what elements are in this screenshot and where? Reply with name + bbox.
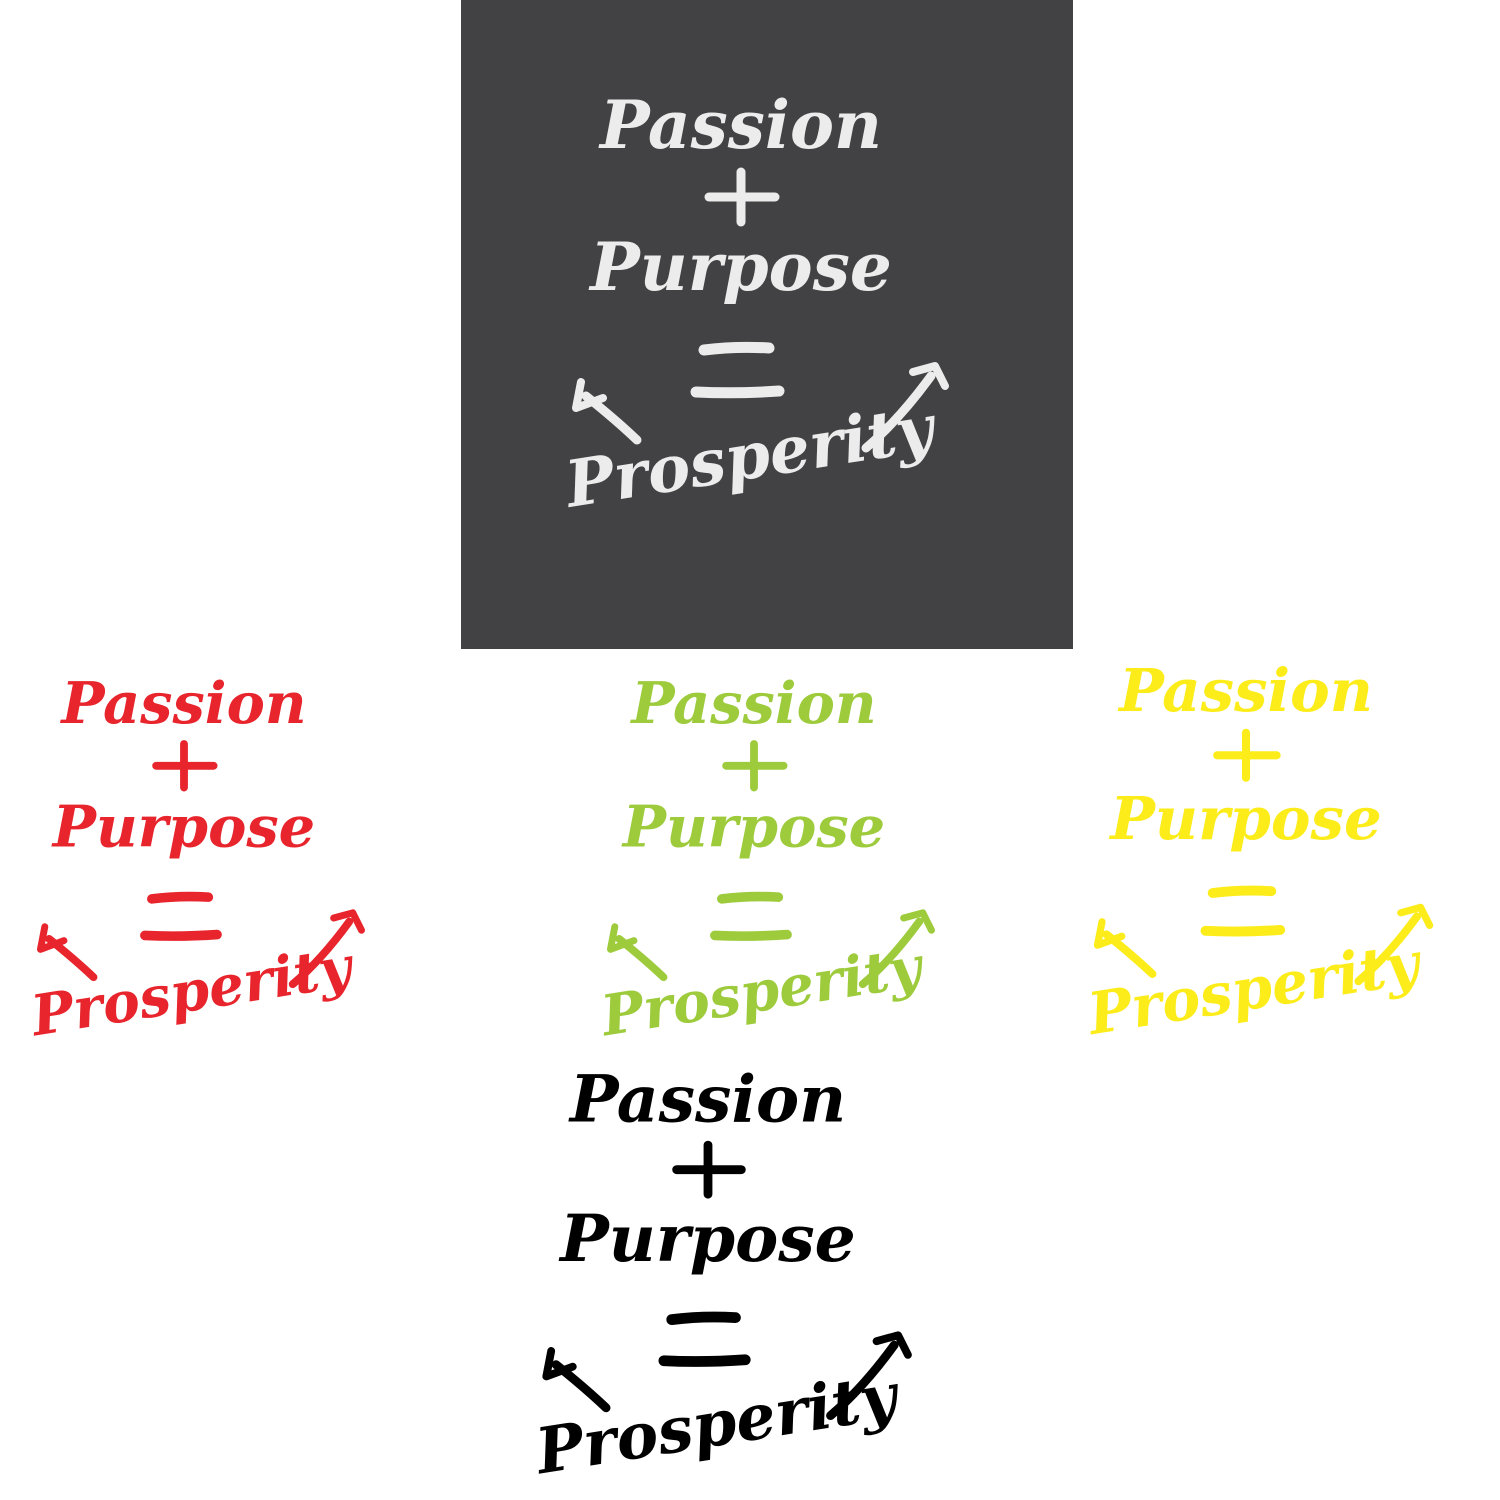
logo-variant-dark: Passion Purpose Prosperity [541,80,949,560]
logo-word-prosperity: Prosperity [559,390,943,523]
dark-background-panel [461,0,1073,649]
logo-word-passion: Passion [59,669,306,737]
logo-mark-green: Passion Purpose Prosperity [595,669,935,1050]
logo-mark-dark: Passion Purpose Prosperity [559,86,949,523]
logo-word-purpose: Purpose [621,793,885,861]
logo-mark-red: Passion Purpose Prosperity [25,669,365,1050]
equals-sign-icon [1200,885,1286,937]
arrow-up-left-icon [606,923,668,982]
logo-variant-yellow: Passion Purpose Prosperity [1066,650,1434,1082]
logo-variant-green: Passion Purpose Prosperity [580,664,935,1082]
plus-sign-icon [722,740,788,792]
logo-word-passion: Passion [629,669,876,737]
plus-sign-icon [704,167,780,227]
arrow-up-left-icon [36,923,98,982]
logo-word-prosperity: Prosperity [1082,928,1428,1048]
logo-word-purpose: Purpose [51,793,315,861]
arrow-up-right-icon [861,362,949,453]
logo-variant-black: Passion Purpose Prosperity [512,1055,912,1500]
logo-word-passion: Passion [1117,656,1373,726]
logo-word-passion: Passion [568,1062,846,1138]
plus-sign-icon [1213,728,1281,782]
logo-mark-black: Passion Purpose Prosperity [529,1062,912,1489]
equals-sign-icon [140,891,222,941]
logo-word-prosperity: Prosperity [25,934,359,1050]
arrow-up-right-icon [1354,903,1434,986]
equals-sign-icon [658,1311,751,1367]
logo-word-prosperity: Prosperity [529,1358,906,1489]
arrow-up-left-icon [572,378,642,445]
arrow-up-left-icon [542,1347,611,1413]
logo-word-purpose: Purpose [588,228,892,306]
arrow-up-left-icon [1093,918,1157,979]
logo-word-prosperity: Prosperity [595,934,929,1050]
logo-word-purpose: Purpose [558,1201,856,1277]
logo-word-purpose: Purpose [1108,784,1382,854]
plus-sign-icon [152,740,218,792]
logo-mark-yellow: Passion Purpose Prosperity [1082,656,1434,1048]
arrow-up-right-icon [858,909,935,989]
equals-sign-icon [710,891,792,941]
equals-sign-icon [690,341,785,399]
arrow-up-right-icon [288,909,365,989]
plus-sign-icon [672,1140,746,1199]
logo-variant-red: Passion Purpose Prosperity [10,664,365,1082]
arrow-up-right-icon [826,1331,912,1421]
logo-word-passion: Passion [598,86,882,164]
